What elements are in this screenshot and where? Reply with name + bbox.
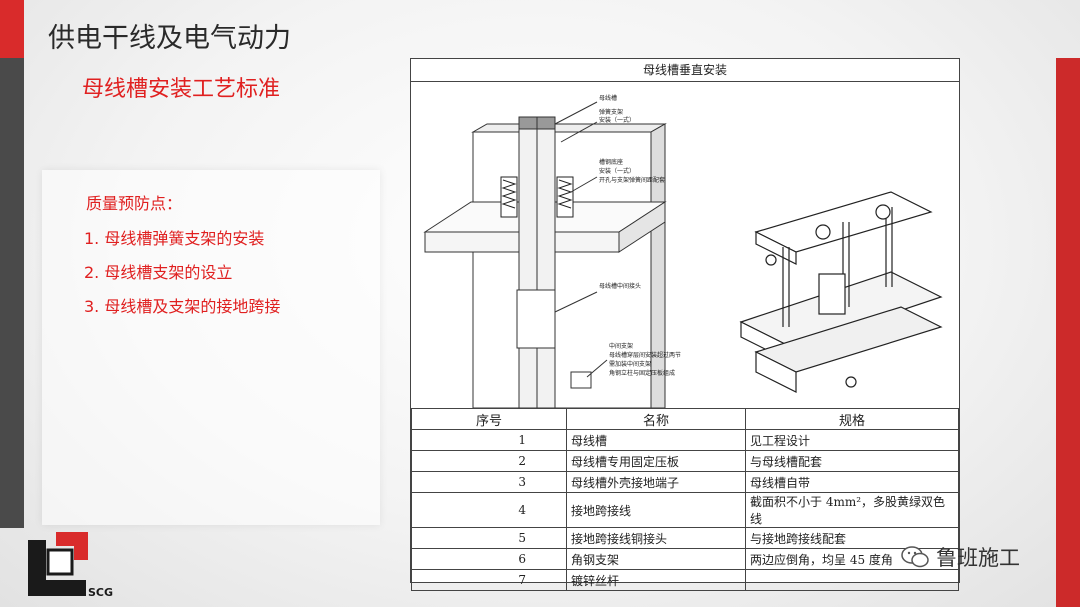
cell-no: 4: [411, 492, 567, 528]
logo-text: SCG: [88, 586, 113, 599]
column-header: 名称: [566, 408, 746, 430]
installation-document: 母线槽垂直安装: [410, 58, 960, 591]
left-accent-bar-red: [0, 0, 24, 58]
cell-name: 角钢支架: [566, 548, 746, 570]
watermark: 鲁班施工: [900, 542, 1020, 572]
table-header-row: 序号 名称 规格: [411, 408, 959, 430]
callout-label: 母线槽穿层间安装超过两节: [609, 351, 681, 359]
quality-heading: 质量预防点：: [86, 194, 183, 213]
right-accent-bar: [1056, 58, 1080, 607]
cell-no: 5: [411, 527, 567, 549]
cell-no: 1: [411, 429, 567, 451]
wechat-icon: [901, 546, 929, 568]
quality-item: 2. 母线槽支架的设立: [84, 263, 233, 282]
callout-label: 弹簧支架: [599, 108, 623, 116]
cell-spec: 见工程设计: [745, 429, 959, 451]
cell-spec: 与母线槽配套: [745, 450, 959, 472]
quality-panel: [42, 170, 380, 525]
cell-name: 母线槽外壳接地端子: [566, 471, 746, 493]
slide-subtitle: 母线槽安装工艺标准: [82, 77, 281, 102]
cell-no: 6: [411, 548, 567, 570]
callout-label: 需加装中间支架: [609, 360, 651, 368]
callout-label: 槽钢底座: [599, 158, 623, 166]
callout-label: 母线槽: [599, 94, 617, 102]
callout-label: 安装（一式）: [599, 116, 635, 124]
document-title: 母线槽垂直安装: [411, 59, 959, 82]
slide-title: 供电干线及电气动力: [48, 23, 291, 54]
column-header: 序号: [411, 408, 567, 430]
callout-label: 安装（一式）: [599, 167, 635, 175]
callout-label: 母线槽中间接头: [599, 282, 641, 290]
cell-spec: 截面积不小于 4mm²，多股黄绿双色线: [745, 492, 959, 528]
column-header: 规格: [745, 408, 959, 430]
cell-no: 2: [411, 450, 567, 472]
cell-no: 7: [411, 569, 567, 591]
cell-spec: 母线槽自带: [745, 471, 959, 493]
callout-label: 开孔与支架弹簧间距配套: [599, 176, 665, 184]
cell-name: 接地跨接线: [566, 492, 746, 528]
quality-item: 3. 母线槽及支架的接地跨接: [84, 297, 281, 316]
cell-name: 母线槽专用固定压板: [566, 450, 746, 472]
busway-installation-drawing: 母线槽 弹簧支架 安装（一式） 槽钢底座 安装（一式） 开孔与支架弹簧间距配套 …: [423, 94, 943, 408]
watermark-text: 鲁班施工: [936, 546, 1020, 570]
quality-item: 1. 母线槽弹簧支架的安装: [84, 229, 265, 248]
left-accent-bar-grey: [0, 58, 24, 528]
cell-name: 母线槽: [566, 429, 746, 451]
scg-logo: SCG: [28, 532, 113, 599]
callout-label: 中间支架: [609, 342, 633, 350]
cell-name: 接地跨接线铜接头: [566, 527, 746, 549]
cell-no: 3: [411, 471, 567, 493]
callout-label: 角钢立柱与固定压板组成: [609, 369, 675, 377]
cell-name: 镀锌丝杆: [566, 569, 746, 591]
cell-spec: [745, 569, 959, 591]
